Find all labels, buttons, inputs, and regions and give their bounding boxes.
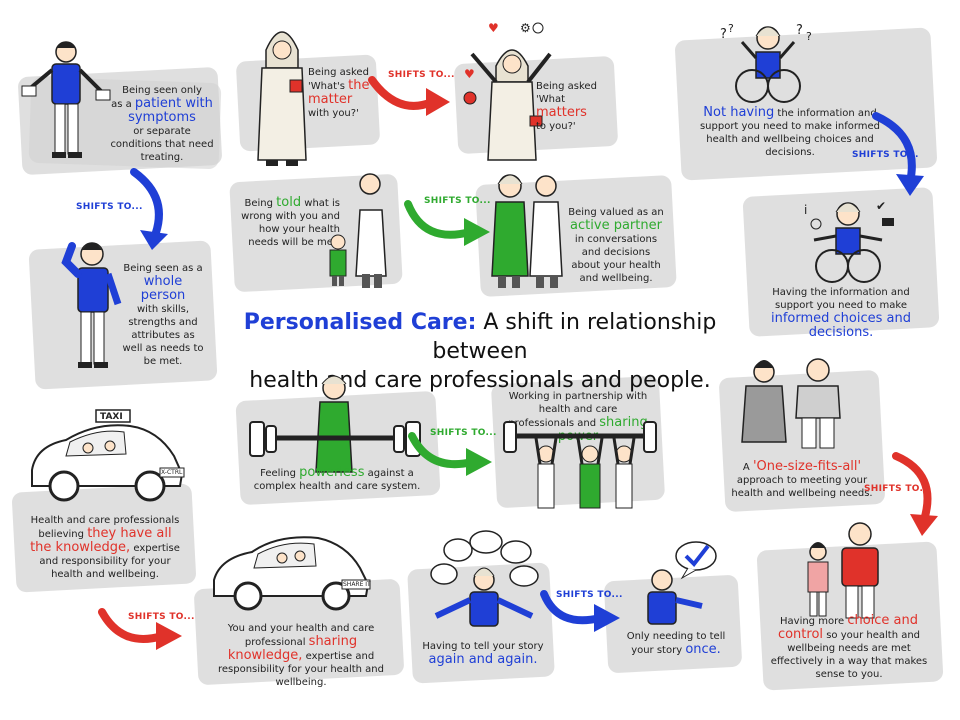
arrow-again-to-once xyxy=(540,590,620,632)
woman-headscarf-figure xyxy=(257,31,307,166)
man-with-many-speech-bubbles-figure xyxy=(430,530,539,627)
svg-text:⚙: ⚙ xyxy=(520,21,531,35)
arrow-matter-to-matters xyxy=(368,76,450,116)
shift-label-4: SHIFTS TO... xyxy=(852,150,919,160)
taxi-sign: TAXI xyxy=(100,412,123,422)
svg-text:♥: ♥ xyxy=(488,21,499,35)
highlight-once: once. xyxy=(685,642,721,657)
woman-crushed-by-barbell-figure xyxy=(249,375,421,473)
highlight-they-have-all-the-knowledge: they have all the knowledge, xyxy=(30,526,172,555)
wheelchair-confused-figure: ? ? ? ? xyxy=(720,22,812,103)
svg-text:?: ? xyxy=(796,23,803,38)
caption-having: Having the information and support you n… xyxy=(770,287,911,340)
caption-powerless: Feeling powerless against a complex heal… xyxy=(253,465,421,493)
arrow-patient-to-whole xyxy=(130,168,168,250)
highlight-whole-person: whole person xyxy=(140,274,186,303)
two-people-fitting-clothes-figure xyxy=(807,522,879,619)
highlight-matters: matters xyxy=(536,105,587,120)
arrow-one-size-to-choice xyxy=(892,452,938,536)
caption-once: Only needing to tell your story once. xyxy=(626,631,726,657)
group-lifting-barbell-figure xyxy=(503,421,657,509)
shared-car-figure xyxy=(213,536,371,611)
arrow-not-having-to-having xyxy=(872,112,924,196)
svg-text:♥: ♥ xyxy=(464,67,475,81)
highlight-sharing-knowledge: sharing knowledge, xyxy=(227,634,358,663)
woman-arms-up-figure: ♥ ⚙ ♥ xyxy=(463,21,552,161)
caption-matter: Being asked 'What's the matter with you?… xyxy=(308,67,370,119)
svg-text:?: ? xyxy=(806,30,812,43)
arrow-knowledge-to-sharing xyxy=(98,608,182,650)
two-people-oversized-clothes-figure xyxy=(741,358,841,449)
man-with-single-speech-bubble-figure xyxy=(647,541,717,625)
caption-matters: Being asked 'What matters to you?' xyxy=(536,81,597,132)
arrow-powerless-to-sharing-power xyxy=(408,432,492,476)
highlight-told: told xyxy=(276,195,302,210)
taxi-plate: X-CTRL xyxy=(161,469,183,476)
arrow-told-to-active xyxy=(404,200,490,246)
shift-label-6: SHIFTS TO... xyxy=(128,612,195,622)
caption-patient: Being seen only as a patient with sympto… xyxy=(110,85,214,163)
shift-label-8: SHIFTS TO... xyxy=(864,484,931,494)
doctor-and-small-patient-figure xyxy=(329,173,387,288)
highlight-informed-choices: informed choices and decisions. xyxy=(770,311,911,340)
taxi-car-figure xyxy=(31,409,185,502)
caption-one-size: A 'One-size-fits-all' approach to meetin… xyxy=(731,459,873,500)
title-line1: A shift in relationship between xyxy=(432,310,717,364)
highlight-active-partner: active partner xyxy=(570,218,662,233)
shift-label-3: SHIFTS TO... xyxy=(424,196,491,206)
caption-choice: Having more choice and control so your h… xyxy=(770,613,928,681)
wheelchair-informed-figure: i ✔ xyxy=(804,199,894,283)
caption-again: Having to tell your story again and agai… xyxy=(422,641,544,667)
caption-knowledge: Health and care professionals believing … xyxy=(30,515,180,580)
highlight-one-size-fits-all: 'One-size-fits-all' xyxy=(752,459,862,474)
svg-text:i: i xyxy=(804,203,807,217)
svg-text:?: ? xyxy=(720,27,727,42)
caption-active: Being valued as an active partner in con… xyxy=(568,207,664,284)
caption-told: Being told what is wrong with you and ho… xyxy=(241,195,340,249)
shared-car-plate: SHARE IT xyxy=(343,581,371,588)
title-lead: Personalised Care: xyxy=(243,310,477,335)
svg-text:✔: ✔ xyxy=(876,199,886,213)
highlight-powerless: powerless xyxy=(299,465,365,480)
shift-label-5: SHIFTS TO... xyxy=(430,428,497,438)
highlight-choice-and-control: choice and control xyxy=(777,613,918,642)
highlight-again-and-again: again and again. xyxy=(428,652,538,667)
highlight-the-matter: the matter xyxy=(308,78,370,107)
caption-whole: Being seen as a whole person with skills… xyxy=(122,263,204,367)
highlight-not-having: Not having xyxy=(703,105,775,120)
highlight-patient-with-symptoms: patient with symptoms xyxy=(128,96,213,125)
svg-text:?: ? xyxy=(728,22,734,35)
man-whole-figure xyxy=(61,242,122,368)
caption-sharing-knowledge: You and your health and care professiona… xyxy=(218,623,384,688)
shift-label-2: SHIFTS TO... xyxy=(388,70,455,80)
man-patient-figure xyxy=(21,41,111,158)
caption-not-having: Not having the information and support y… xyxy=(699,105,881,159)
woman-and-doctor-figure xyxy=(491,174,563,288)
shift-label-1: SHIFTS TO... xyxy=(76,202,143,212)
shift-label-7: SHIFTS TO... xyxy=(556,590,623,600)
